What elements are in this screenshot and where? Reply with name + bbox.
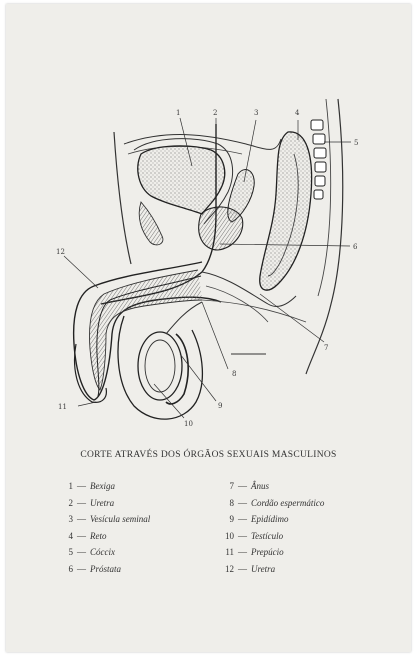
legend-number: 11 [220,544,234,561]
callout-12: 12 [56,248,65,256]
anatomical-diagram: 1 2 3 4 5 6 7 8 9 10 11 12 [6,4,411,444]
callout-11: 11 [58,403,67,411]
body-outline [114,132,131,264]
callout-9: 9 [218,402,222,410]
thigh-line-2 [202,300,306,322]
legend-number: 1 [59,478,73,495]
legend-number: 6 [59,561,73,578]
callout-10: 10 [184,420,193,428]
legend-item: 4—Reto [59,528,150,545]
peritoneum [124,135,281,150]
spermatic-cord [166,302,202,334]
legend-item: 5—Cóccix [59,544,150,561]
legend-number: 3 [59,511,73,528]
legend-item: 3—Vesícula seminal [59,511,150,528]
legend-term: Reto [90,531,107,541]
prostate [199,207,243,250]
legend-number: 7 [220,478,234,495]
legend-term: Uretra [251,564,275,574]
legend-term: Ânus [251,481,269,491]
legend-term: Próstata [90,564,121,574]
callout-2: 2 [213,109,217,117]
legend-term: Vesícula seminal [90,514,150,524]
testicle-inner [145,340,175,392]
legend-term: Bexiga [90,481,115,491]
legend-item: 8—Cordão espermático [220,495,324,512]
bladder [138,146,225,214]
diagram-svg: 1 2 3 4 5 6 7 8 9 10 11 12 [6,4,411,444]
legend-term: Cóccix [90,547,115,557]
rectum [260,132,312,290]
legend-item: 9—Epidídimo [220,511,324,528]
legend-number: 2 [59,495,73,512]
legend-number: 8 [220,495,234,512]
legend-item: 12—Uretra [220,561,324,578]
figure-caption: CORTE ATRAVÉS DOS ÓRGÃOS SEXUAIS MASCULI… [6,450,411,460]
callout-5: 5 [354,139,358,147]
legend-number: 9 [220,511,234,528]
legend-item: 10—Testículo [220,528,324,545]
legend-item: 7—Ânus [220,478,324,495]
legend-column-1: 1—Bexiga 2—Uretra 3—Vesícula seminal 4—R… [59,478,150,578]
callout-1: 1 [176,109,180,117]
legend-term: Prepúcio [251,547,284,557]
callout-3: 3 [254,109,258,117]
legend-number: 12 [220,561,234,578]
legend-item: 11—Prepúcio [220,544,324,561]
pubic-bone [139,202,163,245]
legend-item: 1—Bexiga [59,478,150,495]
legend-column-2: 7—Ânus 8—Cordão espermático 9—Epidídimo … [220,478,324,578]
callout-6: 6 [353,243,358,251]
legend-number: 10 [220,528,234,545]
coccyx [311,120,326,199]
legend-term: Cordão espermático [251,498,324,508]
legend-item: 6—Próstata [59,561,150,578]
legend-number: 5 [59,544,73,561]
book-page: 1 2 3 4 5 6 7 8 9 10 11 12 CORTE ATRAVÉS… [6,4,411,652]
legend-term: Epidídimo [251,514,289,524]
legend-item: 2—Uretra [59,495,150,512]
callout-7: 7 [324,344,328,352]
legend-term: Testículo [251,531,283,541]
callout-8: 8 [232,370,236,378]
legend-term: Uretra [90,498,114,508]
legend-number: 4 [59,528,73,545]
callout-4: 4 [295,109,300,117]
